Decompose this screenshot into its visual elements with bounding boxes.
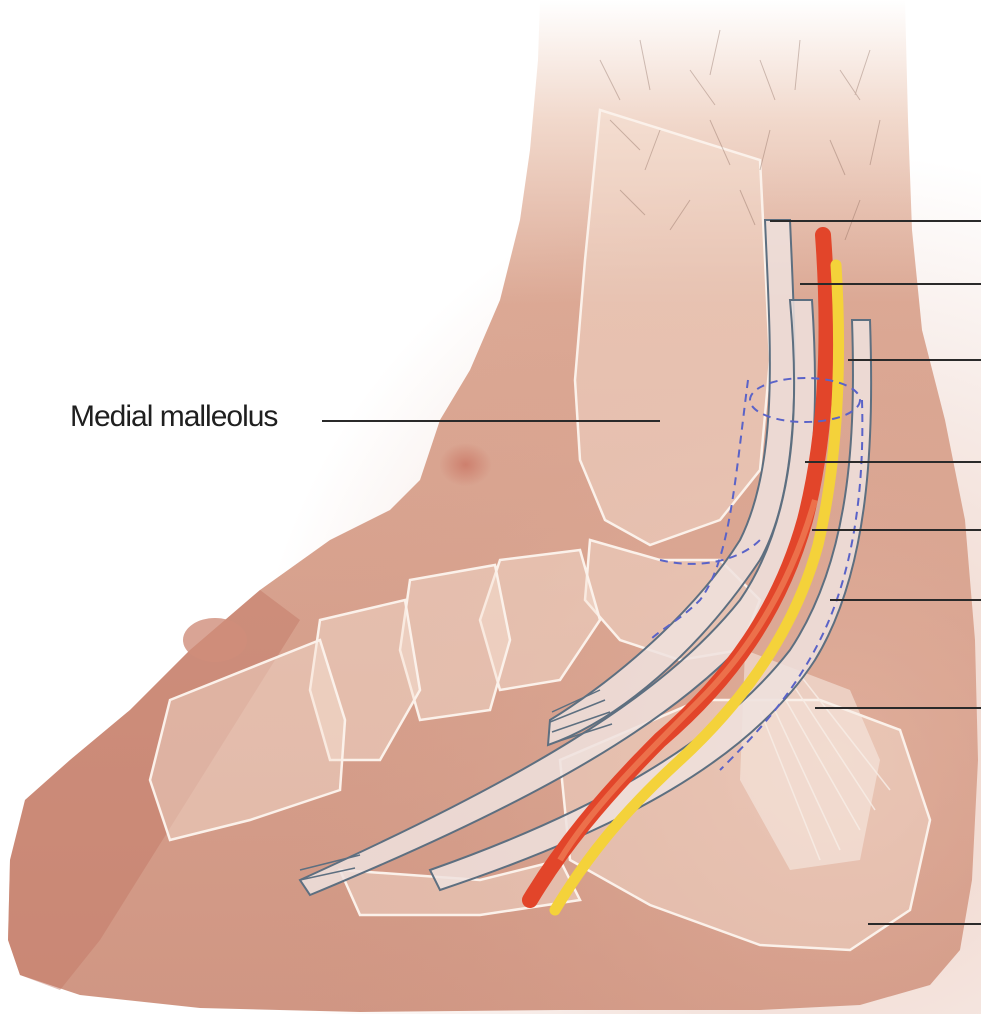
big-toe-bump	[183, 618, 247, 662]
medial-malleolus-label: Medial malleolus	[70, 400, 277, 434]
